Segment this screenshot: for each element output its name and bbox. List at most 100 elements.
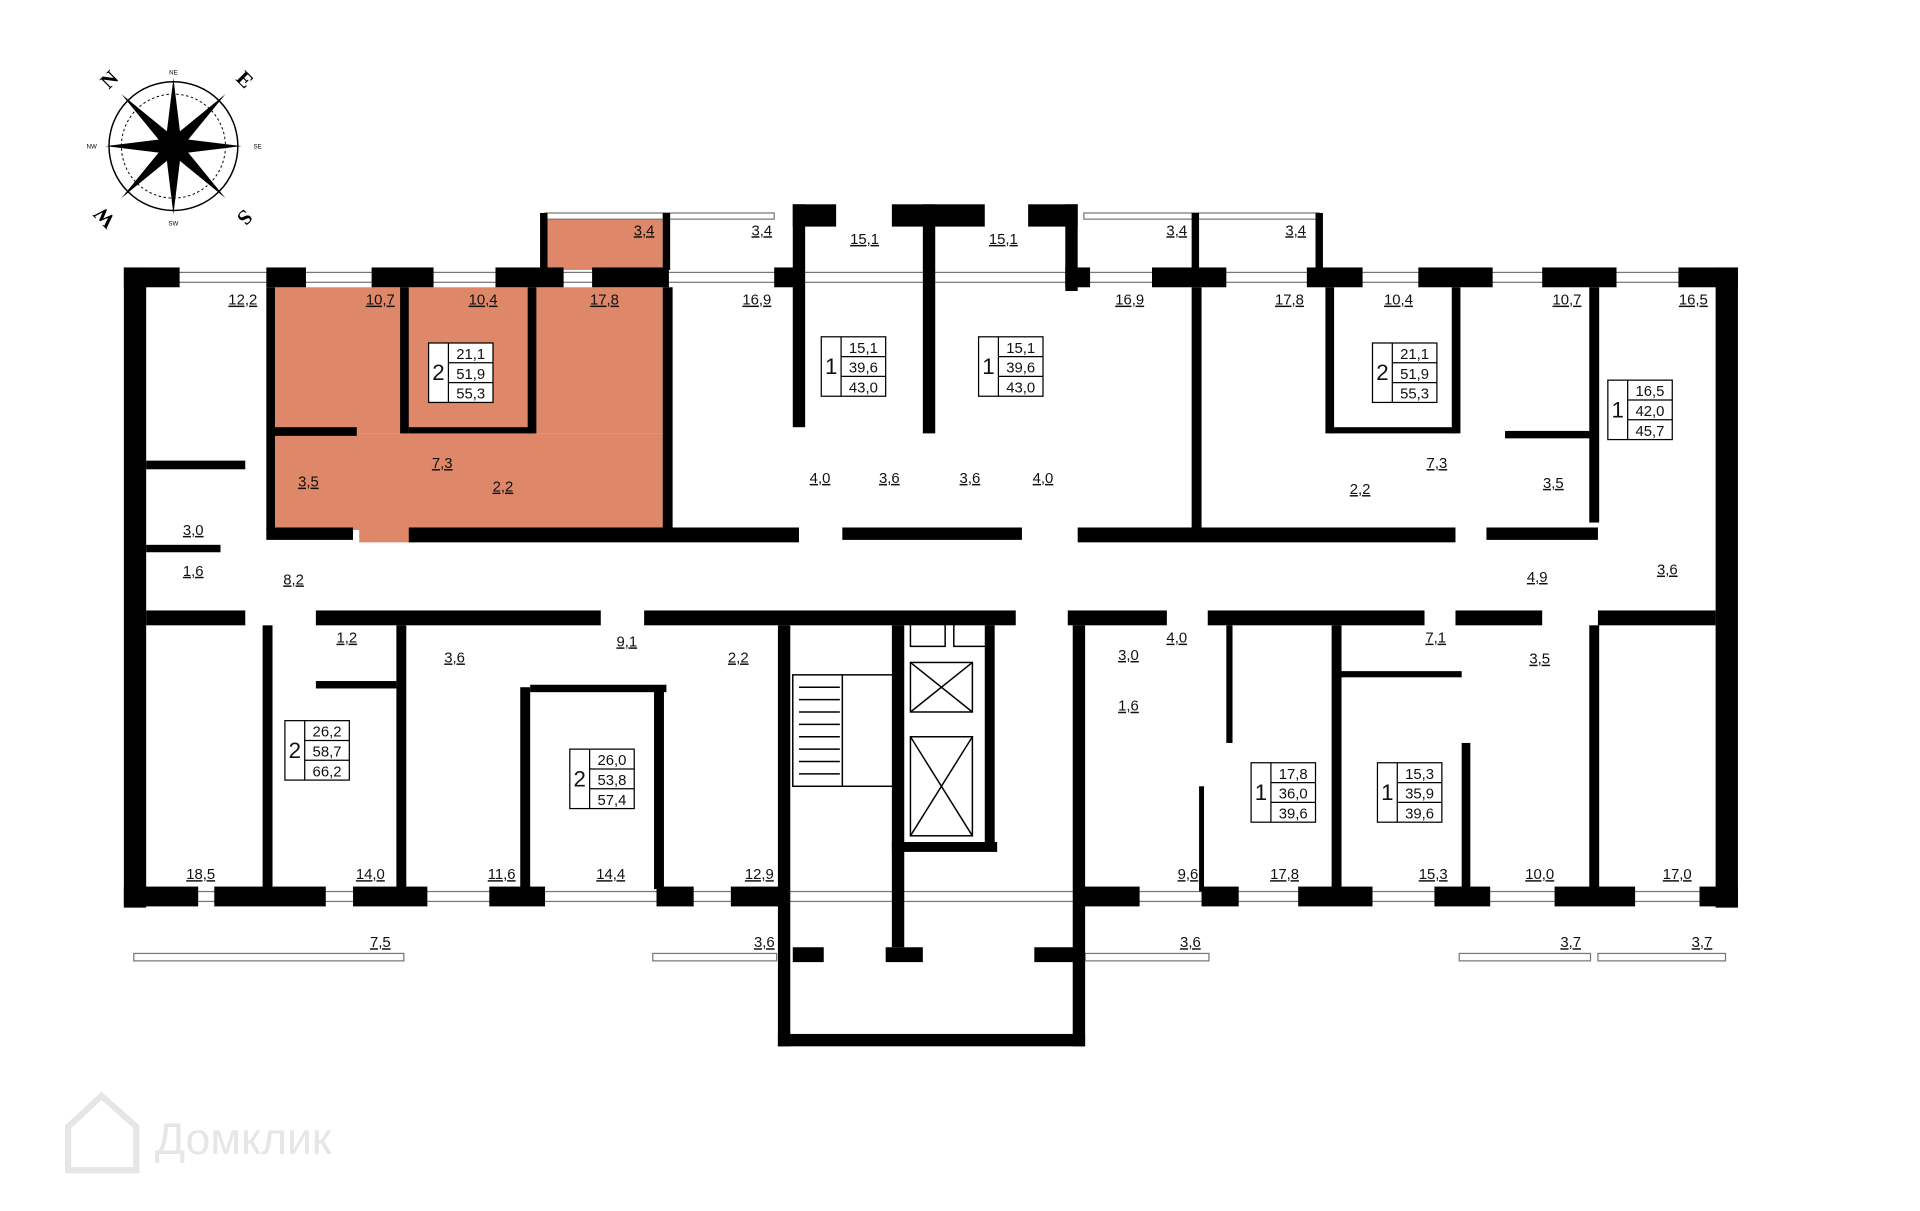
- room-area-label: 3,5: [1529, 652, 1550, 668]
- total-area: 39,6: [1279, 806, 1308, 822]
- area: 35,9: [1405, 787, 1434, 803]
- room-area-label: 17,0: [1663, 867, 1692, 883]
- room-area-label: 15,1: [850, 232, 879, 248]
- living-area: 21,1: [456, 347, 485, 363]
- total-area: 45,7: [1635, 424, 1664, 440]
- staircase: [792, 674, 896, 788]
- compass-nw: NW: [87, 144, 97, 151]
- room-area-label: 4,0: [1166, 631, 1187, 647]
- apartment-summary-box[interactable]: 1 17,8 36,0 39,6: [1250, 762, 1317, 823]
- room-count: 1: [1255, 780, 1267, 805]
- room-area-label: 2,2: [1350, 482, 1371, 498]
- room-count: 1: [825, 354, 837, 379]
- compass-sw: SW: [168, 220, 178, 227]
- apartment-summary-box[interactable]: 226,258,766,2: [284, 720, 350, 781]
- room-area-label: 3,0: [1118, 648, 1139, 664]
- living-area: 15,1: [1006, 341, 1035, 357]
- room-area-label: 3,4: [1285, 223, 1306, 239]
- room-count: 2: [1376, 360, 1388, 385]
- total-area: 57,4: [597, 793, 626, 809]
- house-logo-icon: [65, 1091, 140, 1174]
- room-area-label: 3,4: [751, 223, 772, 239]
- living-area: 15,3: [1405, 767, 1434, 783]
- total-area: 55,3: [1400, 387, 1429, 403]
- room-count: 2: [574, 766, 586, 791]
- room-area-label: 10,4: [469, 293, 498, 309]
- room-area-label: 12,9: [745, 867, 774, 883]
- room-area-label: 1,6: [1118, 699, 1139, 715]
- room-area-label: 3,6: [1180, 935, 1201, 951]
- room-area-label: 3,7: [1560, 935, 1581, 951]
- room-area-label: 8,2: [283, 572, 304, 588]
- room-area-label: 3,6: [1657, 563, 1678, 579]
- apartment-summary-box[interactable]: 221,151,955,3: [1371, 342, 1438, 404]
- room-area-label: 7,1: [1425, 631, 1446, 647]
- room-area-label: 3,6: [879, 471, 900, 487]
- room-area-label: 7,3: [432, 456, 453, 472]
- room-area-label: 15,1: [989, 232, 1018, 248]
- area: 42,0: [1635, 404, 1664, 420]
- room-area-label: 3,4: [1166, 223, 1187, 239]
- room-area-label: 15,3: [1419, 867, 1448, 883]
- living-area: 16,5: [1635, 384, 1664, 400]
- room-area-label: 3,6: [444, 650, 465, 666]
- apartment-summary-box[interactable]: 1 16,5 42,0 45,7: [1607, 379, 1673, 441]
- total-area: 66,2: [313, 764, 342, 780]
- room-area-label: 7,5: [370, 935, 391, 951]
- total-area: 39,6: [1405, 806, 1434, 822]
- room-area-label: 10,7: [366, 293, 395, 309]
- room-area-label: 17,8: [1275, 293, 1304, 309]
- room-area-label: 12,2: [228, 293, 257, 309]
- room-area-label: 2,2: [493, 480, 514, 496]
- room-area-label: 10,4: [1384, 293, 1413, 309]
- total-area: 55,3: [456, 387, 485, 403]
- area: 39,6: [1006, 361, 1035, 377]
- room-area-label: 3,4: [634, 223, 655, 239]
- room-area-label: 10,0: [1525, 867, 1554, 883]
- apartment-summaries: 221,151,955,3115,139,643,0115,139,643,02…: [284, 336, 1673, 823]
- room-area-label: 4,0: [1033, 471, 1054, 487]
- compass-w: W: [88, 202, 120, 234]
- room-area-label: 3,7: [1692, 935, 1713, 951]
- apartment-summary-box[interactable]: 2 26,0 53,8 57,4: [569, 748, 635, 810]
- room-count: 2: [432, 360, 444, 385]
- room-area-label: 17,8: [590, 293, 619, 309]
- room-area-label: 18,5: [186, 867, 215, 883]
- room-count: 1: [1612, 397, 1624, 422]
- apartment-summary-box[interactable]: 1 15,1 39,6 43,0: [820, 336, 887, 397]
- compass-e: E: [232, 66, 259, 93]
- apartment-summary-box[interactable]: 1 15,1 39,6 43,0: [977, 336, 1044, 397]
- living-area: 15,1: [849, 341, 878, 357]
- room-count: 1: [982, 354, 994, 379]
- room-area-label: 11,6: [488, 867, 516, 883]
- living-area: 17,8: [1279, 767, 1308, 783]
- area: 51,9: [456, 367, 485, 383]
- watermark-text: Домклик: [155, 1115, 332, 1164]
- apartment-summary-box[interactable]: 2 21,1 51,9 55,3: [427, 342, 494, 404]
- compass-n: N: [95, 66, 123, 94]
- watermark: Домклик: [65, 1091, 332, 1174]
- room-area-label: 3,6: [754, 935, 775, 951]
- room-area-label: 3,5: [1543, 476, 1564, 492]
- room-area-label: 10,7: [1553, 293, 1582, 309]
- living-area: 26,0: [597, 753, 626, 769]
- living-area: 26,2: [313, 725, 342, 741]
- area: 53,8: [597, 773, 626, 789]
- room-area-label: 16,9: [742, 293, 771, 309]
- room-area-label: 17,8: [1270, 867, 1299, 883]
- area: 39,6: [849, 361, 878, 377]
- compass-rose-icon: N E S W NE NW SE SW: [87, 66, 262, 234]
- room-area-label: 1,6: [183, 564, 204, 580]
- apartment-summary-box[interactable]: 115,335,939,6: [1376, 762, 1443, 823]
- room-area-label: 3,5: [298, 475, 319, 491]
- room-area-label: 9,1: [616, 634, 637, 650]
- area: 58,7: [313, 745, 342, 761]
- room-area-label: 2,2: [728, 650, 749, 666]
- room-area-label: 14,0: [356, 867, 385, 883]
- total-area: 43,0: [1006, 381, 1035, 397]
- area: 36,0: [1279, 787, 1308, 803]
- room-area-label: 16,9: [1115, 293, 1144, 309]
- room-area-label: 14,4: [596, 867, 625, 883]
- total-area: 43,0: [849, 381, 878, 397]
